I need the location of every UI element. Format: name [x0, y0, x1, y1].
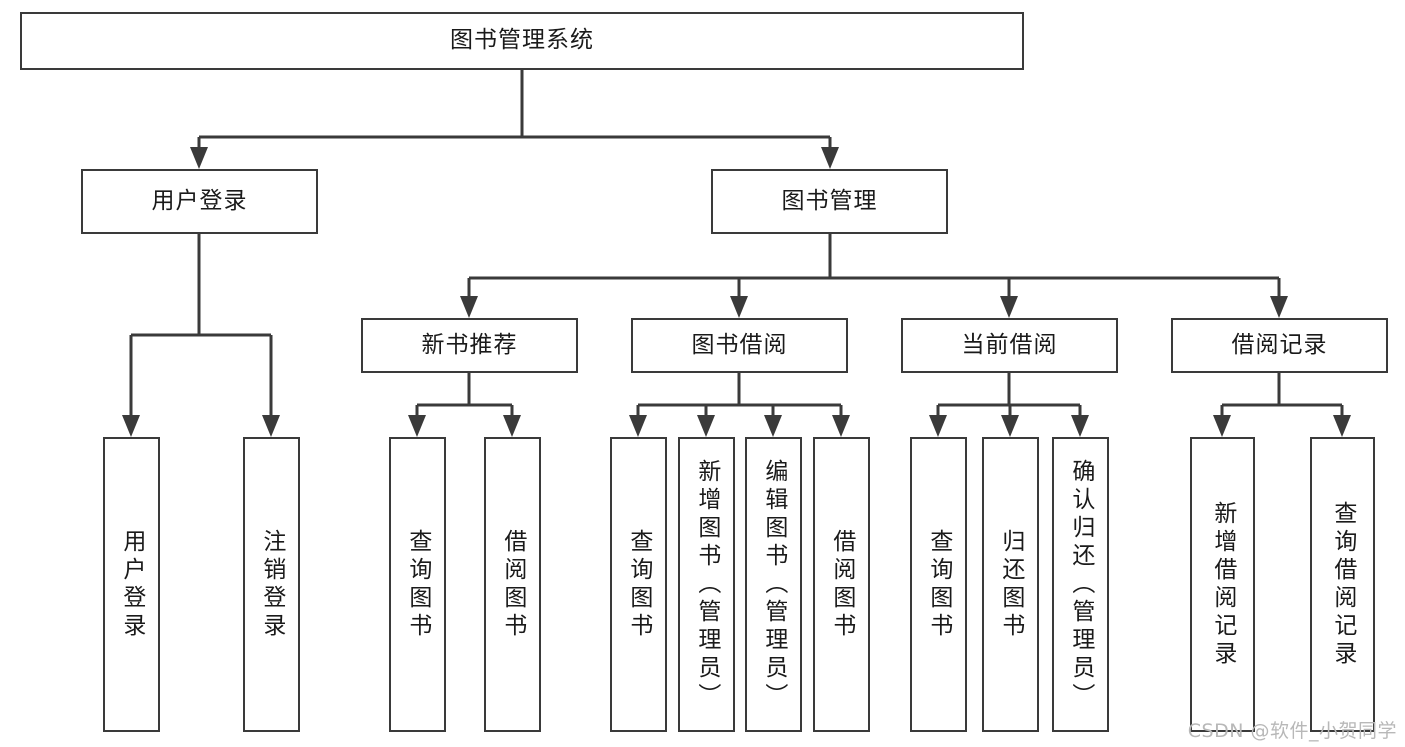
- mgmt-branch-arrow-3-head: [1270, 296, 1288, 318]
- leaf-node-0[interactable]: 用户登录: [103, 437, 160, 732]
- leaf-arrow-0-1-head: [503, 415, 521, 437]
- root-branch-arrow-1-head: [821, 147, 839, 169]
- leaf-arrow-1-1-head: [697, 415, 715, 437]
- leaf-node-label: 新增借阅记录: [1209, 500, 1236, 669]
- root-node-label: 图书管理系统: [450, 27, 594, 54]
- leaf-node-label: 查询图书: [625, 528, 652, 641]
- leaf-node-label: 借阅图书: [828, 528, 855, 641]
- leaf-node-3[interactable]: 借阅图书: [484, 437, 541, 732]
- level3-node-2[interactable]: 当前借阅: [901, 318, 1118, 373]
- mgmt-branch-arrow-0-head: [460, 296, 478, 318]
- level3-node-3[interactable]: 借阅记录: [1171, 318, 1388, 373]
- leaf-arrow-2-1-head: [1001, 415, 1019, 437]
- leaf-node-label: 查询图书: [925, 528, 952, 641]
- leaf-arrow-0-0-head: [408, 415, 426, 437]
- leaf-node-label: 用户登录: [118, 528, 145, 641]
- leaf-node-11[interactable]: 新增借阅记录: [1190, 437, 1255, 732]
- mgmt-branch-arrow-1-head: [730, 296, 748, 318]
- leaf-node-7[interactable]: 借阅图书: [813, 437, 870, 732]
- leaf-node-5[interactable]: 新增图书（管理员）: [678, 437, 735, 732]
- leaf-node-6[interactable]: 编辑图书（管理员）: [745, 437, 802, 732]
- leaf-node-4[interactable]: 查询图书: [610, 437, 667, 732]
- leaf-node-label: 查询图书: [404, 528, 431, 641]
- leaf-node-label: 确认归还（管理员）: [1067, 458, 1094, 711]
- leaf-node-label: 归还图书: [997, 528, 1024, 641]
- level2-node-label: 用户登录: [151, 187, 248, 214]
- leaf-node-label: 查询借阅记录: [1329, 500, 1356, 669]
- leaf-node-label: 编辑图书（管理员）: [760, 458, 787, 711]
- level3-node-label: 当前借阅: [961, 331, 1058, 358]
- level3-node-label: 图书借阅: [691, 331, 788, 358]
- leaf-node-label: 新增图书（管理员）: [693, 458, 720, 711]
- leaf-arrow-2-2-head: [1071, 415, 1089, 437]
- root-branch-arrow-0-head: [190, 147, 208, 169]
- leaf-node-8[interactable]: 查询图书: [910, 437, 967, 732]
- leaf-node-label: 注销登录: [258, 528, 285, 641]
- level2-node-1[interactable]: 图书管理: [711, 169, 948, 234]
- level2-node-label: 图书管理: [781, 187, 878, 214]
- leaf-node-10[interactable]: 确认归还（管理员）: [1052, 437, 1109, 732]
- leaf-node-1[interactable]: 注销登录: [243, 437, 300, 732]
- login-leaf-arrow-1-head: [262, 415, 280, 437]
- leaf-arrow-1-2-head: [764, 415, 782, 437]
- mgmt-branch-arrow-2-head: [1000, 296, 1018, 318]
- leaf-node-label: 借阅图书: [499, 528, 526, 641]
- level3-node-0[interactable]: 新书推荐: [361, 318, 578, 373]
- level3-node-1[interactable]: 图书借阅: [631, 318, 848, 373]
- level3-node-label: 借阅记录: [1231, 331, 1328, 358]
- login-leaf-arrow-0-head: [122, 415, 140, 437]
- level2-node-0[interactable]: 用户登录: [81, 169, 318, 234]
- leaf-arrow-2-0-head: [929, 415, 947, 437]
- leaf-arrow-3-0-head: [1213, 415, 1231, 437]
- leaf-node-12[interactable]: 查询借阅记录: [1310, 437, 1375, 732]
- level3-node-label: 新书推荐: [421, 331, 518, 358]
- leaf-arrow-3-1-head: [1333, 415, 1351, 437]
- leaf-node-2[interactable]: 查询图书: [389, 437, 446, 732]
- root-node-0[interactable]: 图书管理系统: [20, 12, 1024, 70]
- leaf-arrow-1-3-head: [832, 415, 850, 437]
- leaf-node-9[interactable]: 归还图书: [982, 437, 1039, 732]
- leaf-arrow-1-0-head: [629, 415, 647, 437]
